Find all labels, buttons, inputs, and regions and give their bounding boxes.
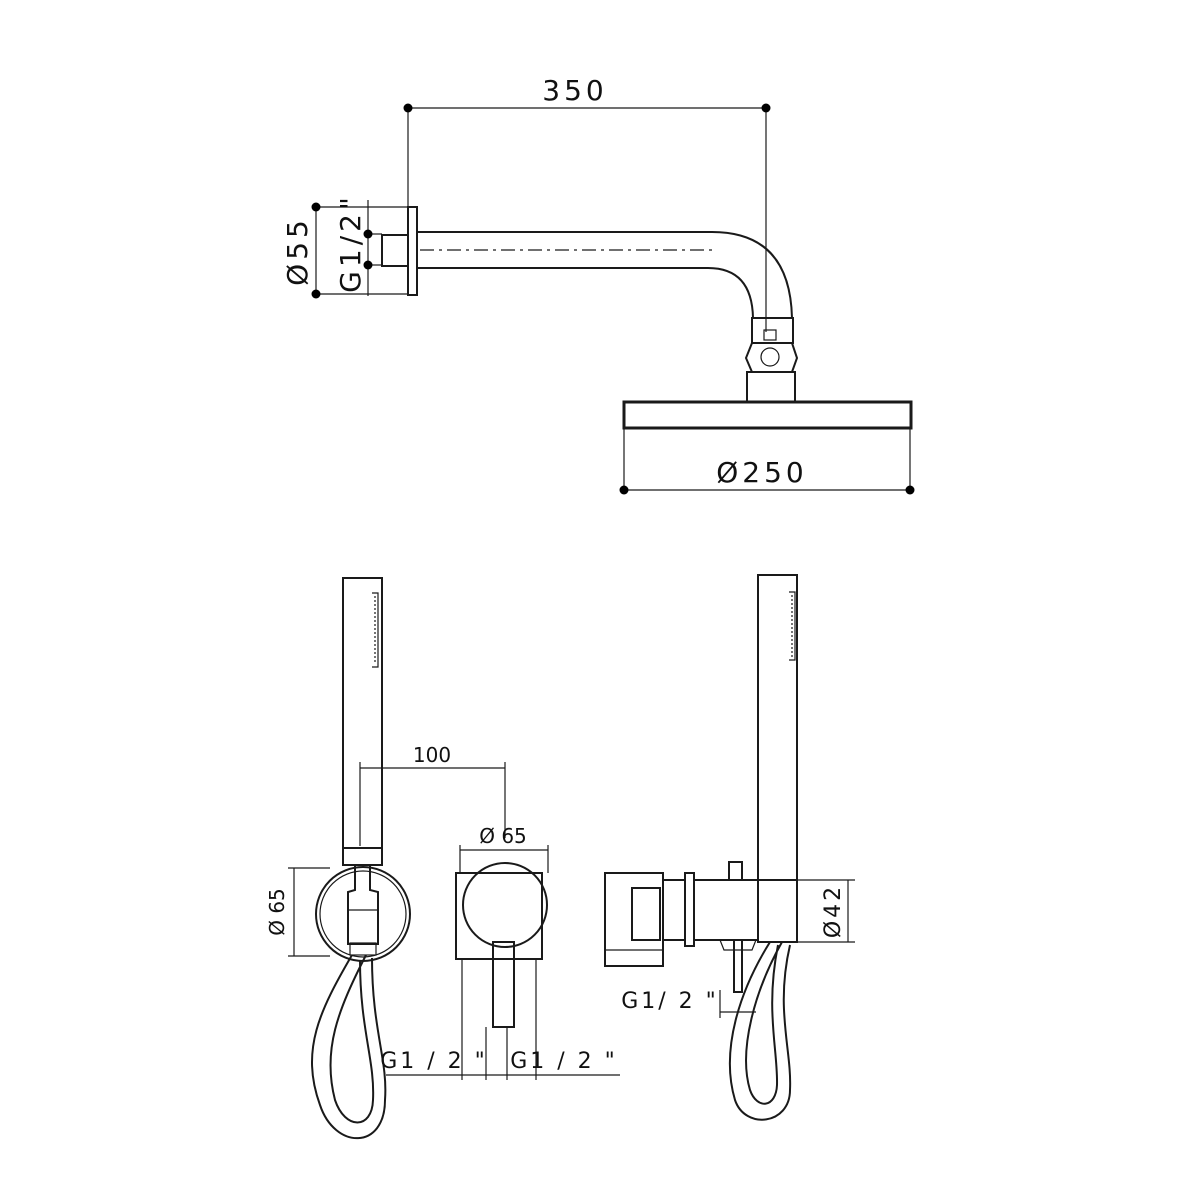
dimension-head-diameter: Ø250: [619, 428, 915, 495]
arm-tube-top: [417, 231, 793, 319]
hose-inner: [329, 954, 375, 1124]
inlet-thread-label: G1/2": [334, 193, 367, 293]
shower-arm-assembly: [381, 206, 913, 430]
dimension-body-diameter: Ø42: [797, 879, 855, 943]
hand-shower-spray-face: [372, 592, 379, 668]
side-cartridge: [631, 887, 661, 941]
dimension-outlet-threads: G1 / 2 " G1 / 2 ": [380, 959, 620, 1080]
body-diameter-label: Ø42: [821, 884, 846, 938]
hose-outer: [311, 954, 387, 1140]
head-diameter-label: Ø250: [716, 456, 807, 489]
arm-length-label: 350: [542, 74, 607, 107]
mixer-rosette: [462, 862, 548, 948]
head-connector: [746, 371, 796, 403]
side-inlet-label: G1/ 2 ": [621, 989, 719, 1014]
outlet-thread-left-label: G1 / 2 ": [380, 1049, 488, 1074]
outlet-thread-right-label: G1 / 2 ": [510, 1049, 618, 1074]
hand-shower-handle: [342, 577, 383, 849]
dimension-plate-diameter: Ø 65: [459, 824, 549, 873]
mixer-backplate: [455, 872, 543, 960]
swivel-screw: [763, 329, 777, 341]
handshower-front-view: [311, 577, 411, 1140]
dimension-handshower-offset: 100: [359, 743, 506, 846]
arm-tube-bottom: [417, 267, 754, 319]
holder-plate-outer: [315, 866, 411, 962]
side-top-plug: [728, 861, 743, 881]
wall-flange: [407, 206, 418, 296]
handle-collar: [342, 847, 383, 866]
side-body-tube: [694, 879, 759, 941]
dimension-flange-diameter: Ø55: [281, 202, 408, 299]
ball-joint: [744, 342, 799, 373]
offset-label: 100: [413, 743, 451, 767]
holder-diameter-label: Ø 65: [265, 888, 289, 936]
side-hand-shower: [757, 574, 798, 881]
side-holder-collar: [757, 879, 798, 943]
shower-head: [622, 400, 913, 430]
holder-bracket: [347, 866, 379, 945]
holder-plate-inner: [319, 870, 407, 958]
inlet-stub: [381, 234, 409, 267]
mixer-front-view: [455, 862, 548, 1028]
side-wall-box: [604, 872, 664, 967]
plate-diameter-label: Ø 65: [479, 824, 527, 848]
dimension-inlet-thread: G1/2": [334, 193, 382, 296]
side-flange: [684, 872, 695, 947]
dimension-arm-length: 350: [403, 74, 771, 332]
flange-diameter-label: Ø55: [281, 216, 314, 286]
mixer-lever: [492, 941, 515, 1028]
side-lever: [733, 939, 743, 993]
mixer-side-view: [604, 574, 798, 1121]
dimension-holder-diameter: Ø 65: [265, 867, 330, 957]
dimension-side-inlet: G1/ 2 ": [621, 989, 756, 1018]
side-hose-outer: [728, 941, 792, 1121]
side-spray-face: [789, 591, 796, 661]
side-hose-inner: [745, 941, 783, 1105]
ball-joint-pin: [760, 347, 780, 367]
hose-connector: [349, 942, 377, 956]
